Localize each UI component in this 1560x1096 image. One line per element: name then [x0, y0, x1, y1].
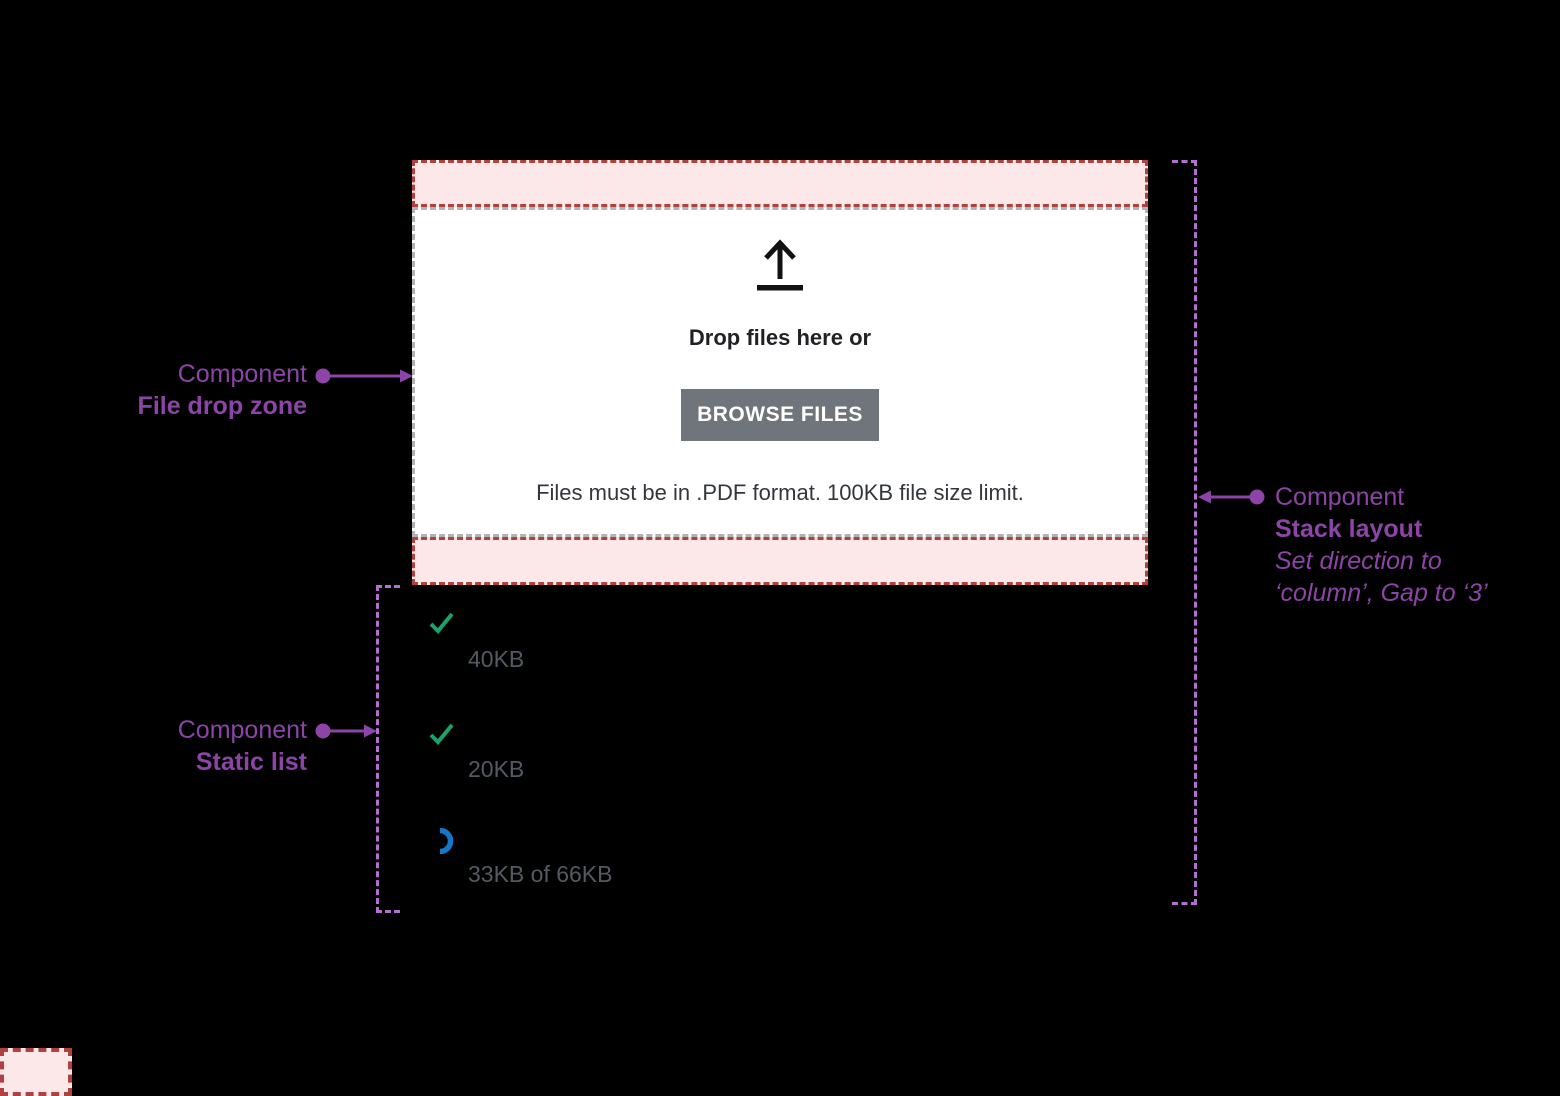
stack-layout-guide-right-edge	[1194, 160, 1197, 905]
annotation-eyebrow: Component	[177, 360, 307, 388]
upload-arrow-icon	[754, 237, 806, 300]
check-icon	[428, 609, 455, 642]
file-size-label: 33KB of 66KB	[468, 861, 613, 887]
static-list-guide-left-edge	[376, 585, 379, 913]
static-list-guide-top-stub	[376, 585, 400, 588]
dropzone-top-band	[412, 160, 1148, 207]
annotation-note: Set direction to	[1275, 547, 1442, 575]
annotation-eyebrow: Component	[1275, 483, 1405, 511]
dropzone-body[interactable]: Drop files here or BROWSE FILES Files mu…	[412, 207, 1148, 537]
annotation-title: File drop zone	[137, 392, 307, 420]
spinner-icon	[432, 827, 458, 859]
dropzone-title: Drop files here or	[688, 325, 872, 350]
annotation-eyebrow: Component	[177, 716, 307, 744]
file-size-label: 20KB	[468, 756, 525, 782]
file-size-label: 40KB	[468, 646, 525, 672]
annotation-title: Stack layout	[1275, 515, 1423, 543]
stack-layout-guide-top-stub	[1172, 160, 1197, 163]
annotation-arrow-right-icon	[315, 368, 413, 384]
dropzone-bottom-band	[412, 537, 1148, 585]
check-icon	[428, 720, 455, 753]
annotation-title: Static list	[195, 748, 307, 776]
annotation-file-drop-zone: Component File drop zone	[100, 358, 307, 422]
pink-swatch	[0, 1048, 72, 1096]
annotation-arrow-right-icon	[315, 723, 377, 739]
static-list-guide-bottom-stub	[376, 910, 400, 913]
dropzone-hint: Files must be in .PDF format. 100KB file…	[536, 480, 1024, 505]
stack-layout-guide-bottom-stub	[1172, 902, 1197, 905]
annotation-stack-layout: Component Stack layout Set direction to …	[1275, 481, 1488, 609]
annotation-static-list: Component Static list	[100, 714, 307, 778]
annotation-note: ‘column’, Gap to ‘3’	[1275, 579, 1488, 607]
file-drop-zone[interactable]: Drop files here or BROWSE FILES Files mu…	[412, 160, 1148, 585]
browse-files-button[interactable]: BROWSE FILES	[681, 389, 879, 441]
annotation-arrow-left-icon	[1198, 489, 1265, 505]
